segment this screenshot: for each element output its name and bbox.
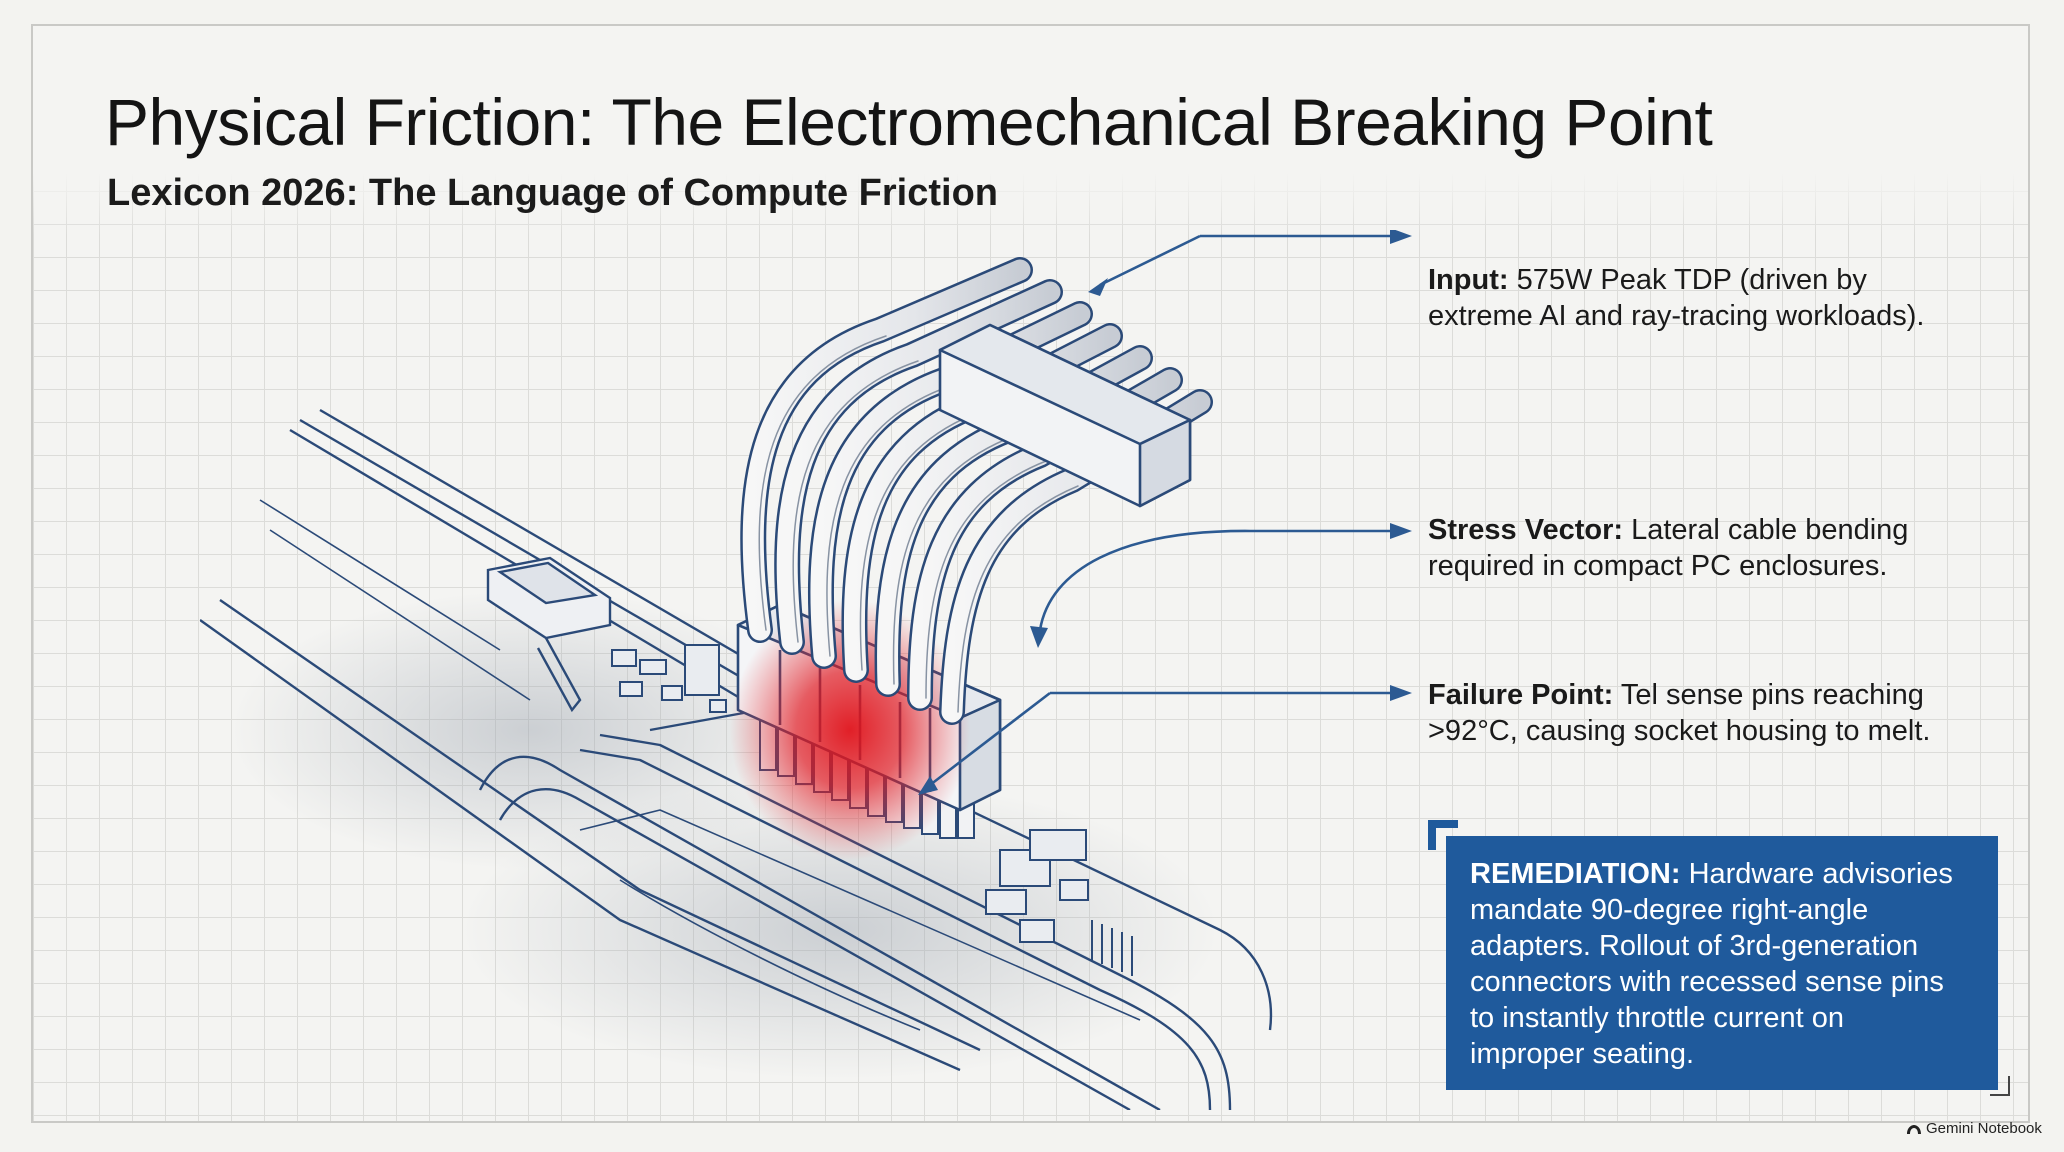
pcb-components bbox=[611, 644, 1133, 976]
cable-comb bbox=[938, 323, 1192, 508]
remediation-text-1: Hardware advisories bbox=[1680, 858, 1953, 890]
callout-arrows bbox=[929, 234, 1390, 787]
grid-fade bbox=[33, 26, 2028, 236]
slide-title: Physical Friction: The Electromechanical… bbox=[105, 85, 1713, 159]
watermark: Gemini Notebook bbox=[1906, 1120, 2042, 1137]
slide-subtitle: Lexicon 2026: The Language of Compute Fr… bbox=[107, 172, 998, 214]
remediation-line-6: improper seating. bbox=[1470, 1038, 1695, 1070]
notebook-logo-icon bbox=[1907, 1125, 1921, 1135]
remediation-line-3: adapters. Rollout of 3rd-generation bbox=[1470, 930, 1919, 962]
watermark-text: Gemini Notebook bbox=[1926, 1120, 2042, 1137]
callout-failure-line2: >92°C, causing socket housing to melt. bbox=[1428, 715, 1931, 747]
remediation-line-5: to instantly throttle current on bbox=[1470, 1002, 1844, 1034]
corner-mark bbox=[1990, 1076, 2010, 1096]
remediation-label: REMEDIATION: bbox=[1470, 858, 1681, 890]
remediation-box: REMEDIATION: Hardware advisories mandate… bbox=[1446, 836, 1998, 1090]
connector-illustration bbox=[200, 230, 1412, 1110]
callout-input-label: Input: bbox=[1428, 264, 1509, 296]
retention-clip bbox=[486, 556, 612, 713]
callout-failure-line1: Tel sense pins reaching bbox=[1613, 679, 1924, 711]
cable-bundle bbox=[740, 257, 1213, 725]
callout-stress-line1: Lateral cable bending bbox=[1623, 514, 1909, 546]
remediation-line-4: connectors with recessed sense pins bbox=[1470, 966, 1944, 998]
callout-stress-vector: Stress Vector: Lateral cable bending req… bbox=[1428, 512, 1908, 584]
remediation-bracket bbox=[1428, 820, 1458, 850]
callout-failure-label: Failure Point: bbox=[1428, 679, 1614, 711]
callout-input-line2: extreme AI and ray-tracing workloads). bbox=[1428, 300, 1925, 332]
callout-failure-point: Failure Point: Tel sense pins reaching >… bbox=[1428, 677, 1930, 749]
remediation-line-2: mandate 90-degree right-angle bbox=[1470, 894, 1869, 926]
callout-stress-line2: required in compact PC enclosures. bbox=[1428, 550, 1888, 582]
callout-input-line1: 575W Peak TDP (driven by bbox=[1508, 264, 1867, 296]
arrowheads bbox=[918, 230, 1412, 795]
callout-input: Input: 575W Peak TDP (driven by extreme … bbox=[1428, 262, 1924, 334]
callout-stress-label: Stress Vector: bbox=[1428, 514, 1624, 546]
remediation-line-1: REMEDIATION: Hardware advisories bbox=[1470, 856, 1974, 892]
